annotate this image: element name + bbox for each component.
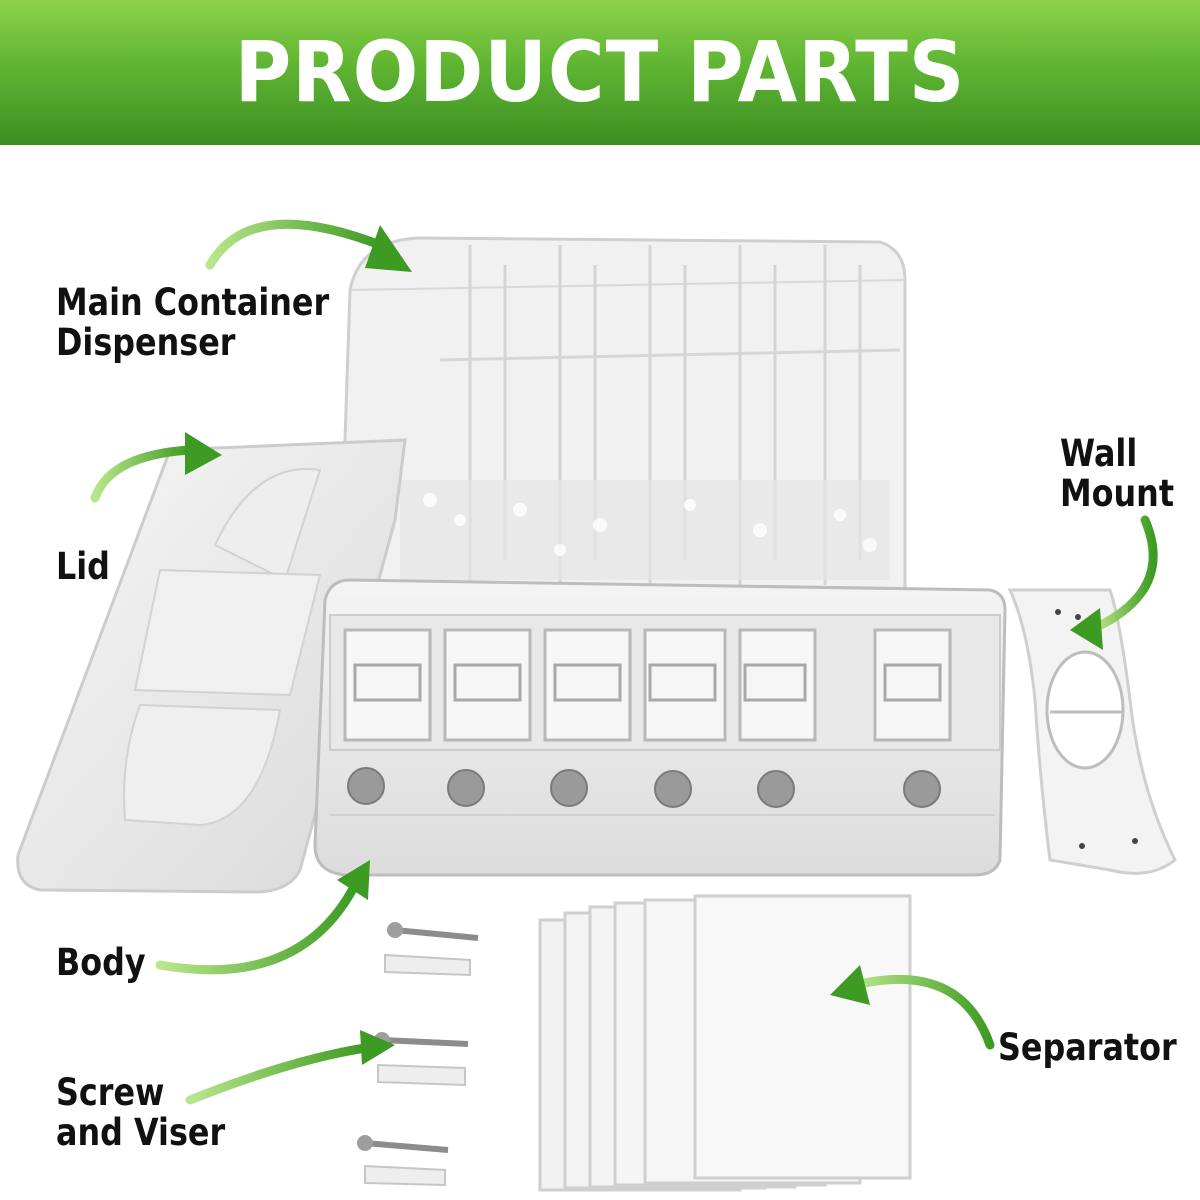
label-body: Body bbox=[56, 941, 146, 984]
body bbox=[313, 578, 1007, 877]
label-separator: Separator bbox=[998, 1026, 1177, 1069]
label-main-container: Main Container Dispenser bbox=[56, 281, 330, 364]
screw-set bbox=[357, 922, 479, 1187]
page-title: PRODUCT PARTS bbox=[234, 23, 966, 121]
label-wall-mount: Wall Mount bbox=[1060, 432, 1175, 515]
screw-pair-3 bbox=[357, 1135, 449, 1187]
label-lid: Lid bbox=[56, 545, 110, 588]
separator-stack bbox=[538, 894, 912, 1192]
header-banner: PRODUCT PARTS bbox=[0, 0, 1200, 145]
curved-arrow-icon bbox=[90, 219, 1158, 1105]
main-container bbox=[338, 236, 907, 592]
arrowhead-icon bbox=[185, 225, 1103, 1065]
screw-pair-2 bbox=[374, 1032, 469, 1087]
label-screw: Screw and Viser bbox=[56, 1071, 226, 1154]
wall-mount bbox=[1007, 588, 1177, 875]
screw-pair-1 bbox=[384, 922, 479, 977]
lid bbox=[16, 438, 407, 894]
